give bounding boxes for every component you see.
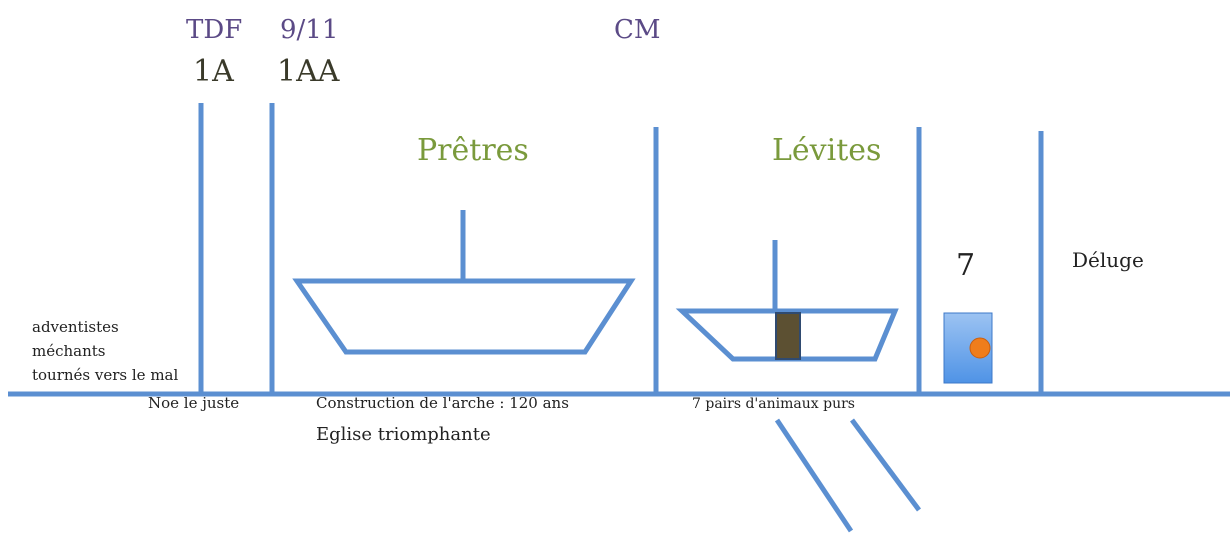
label-cm: CM — [614, 15, 661, 45]
label-mechants: méchants — [32, 342, 106, 360]
label-1aa: 1AA — [277, 54, 340, 89]
small-ark — [675, 240, 899, 362]
label-animaux: 7 pairs d'animaux purs — [692, 396, 855, 412]
label-1a: 1A — [193, 54, 234, 89]
seven-box-dot — [969, 337, 991, 359]
label-eglise: Eglise triomphante — [316, 424, 491, 445]
ark-door — [775, 312, 801, 360]
label-seven: 7 — [956, 248, 976, 283]
label-deluge: Déluge — [1072, 248, 1144, 272]
label-noe: Noe le juste — [148, 394, 240, 412]
diagonal-line-right — [849, 418, 922, 512]
label-levites: Lévites — [772, 133, 882, 168]
label-pretres: Prêtres — [417, 133, 529, 168]
label-911: 9/11 — [280, 15, 339, 45]
diagonal-line-left — [774, 418, 854, 533]
label-tournes: tournés vers le mal — [32, 366, 179, 384]
label-adventistes: adventistes — [32, 318, 119, 336]
label-construction: Construction de l'arche : 120 ans — [316, 394, 569, 412]
large-ark — [292, 210, 636, 355]
label-tdf: TDF — [186, 15, 243, 45]
